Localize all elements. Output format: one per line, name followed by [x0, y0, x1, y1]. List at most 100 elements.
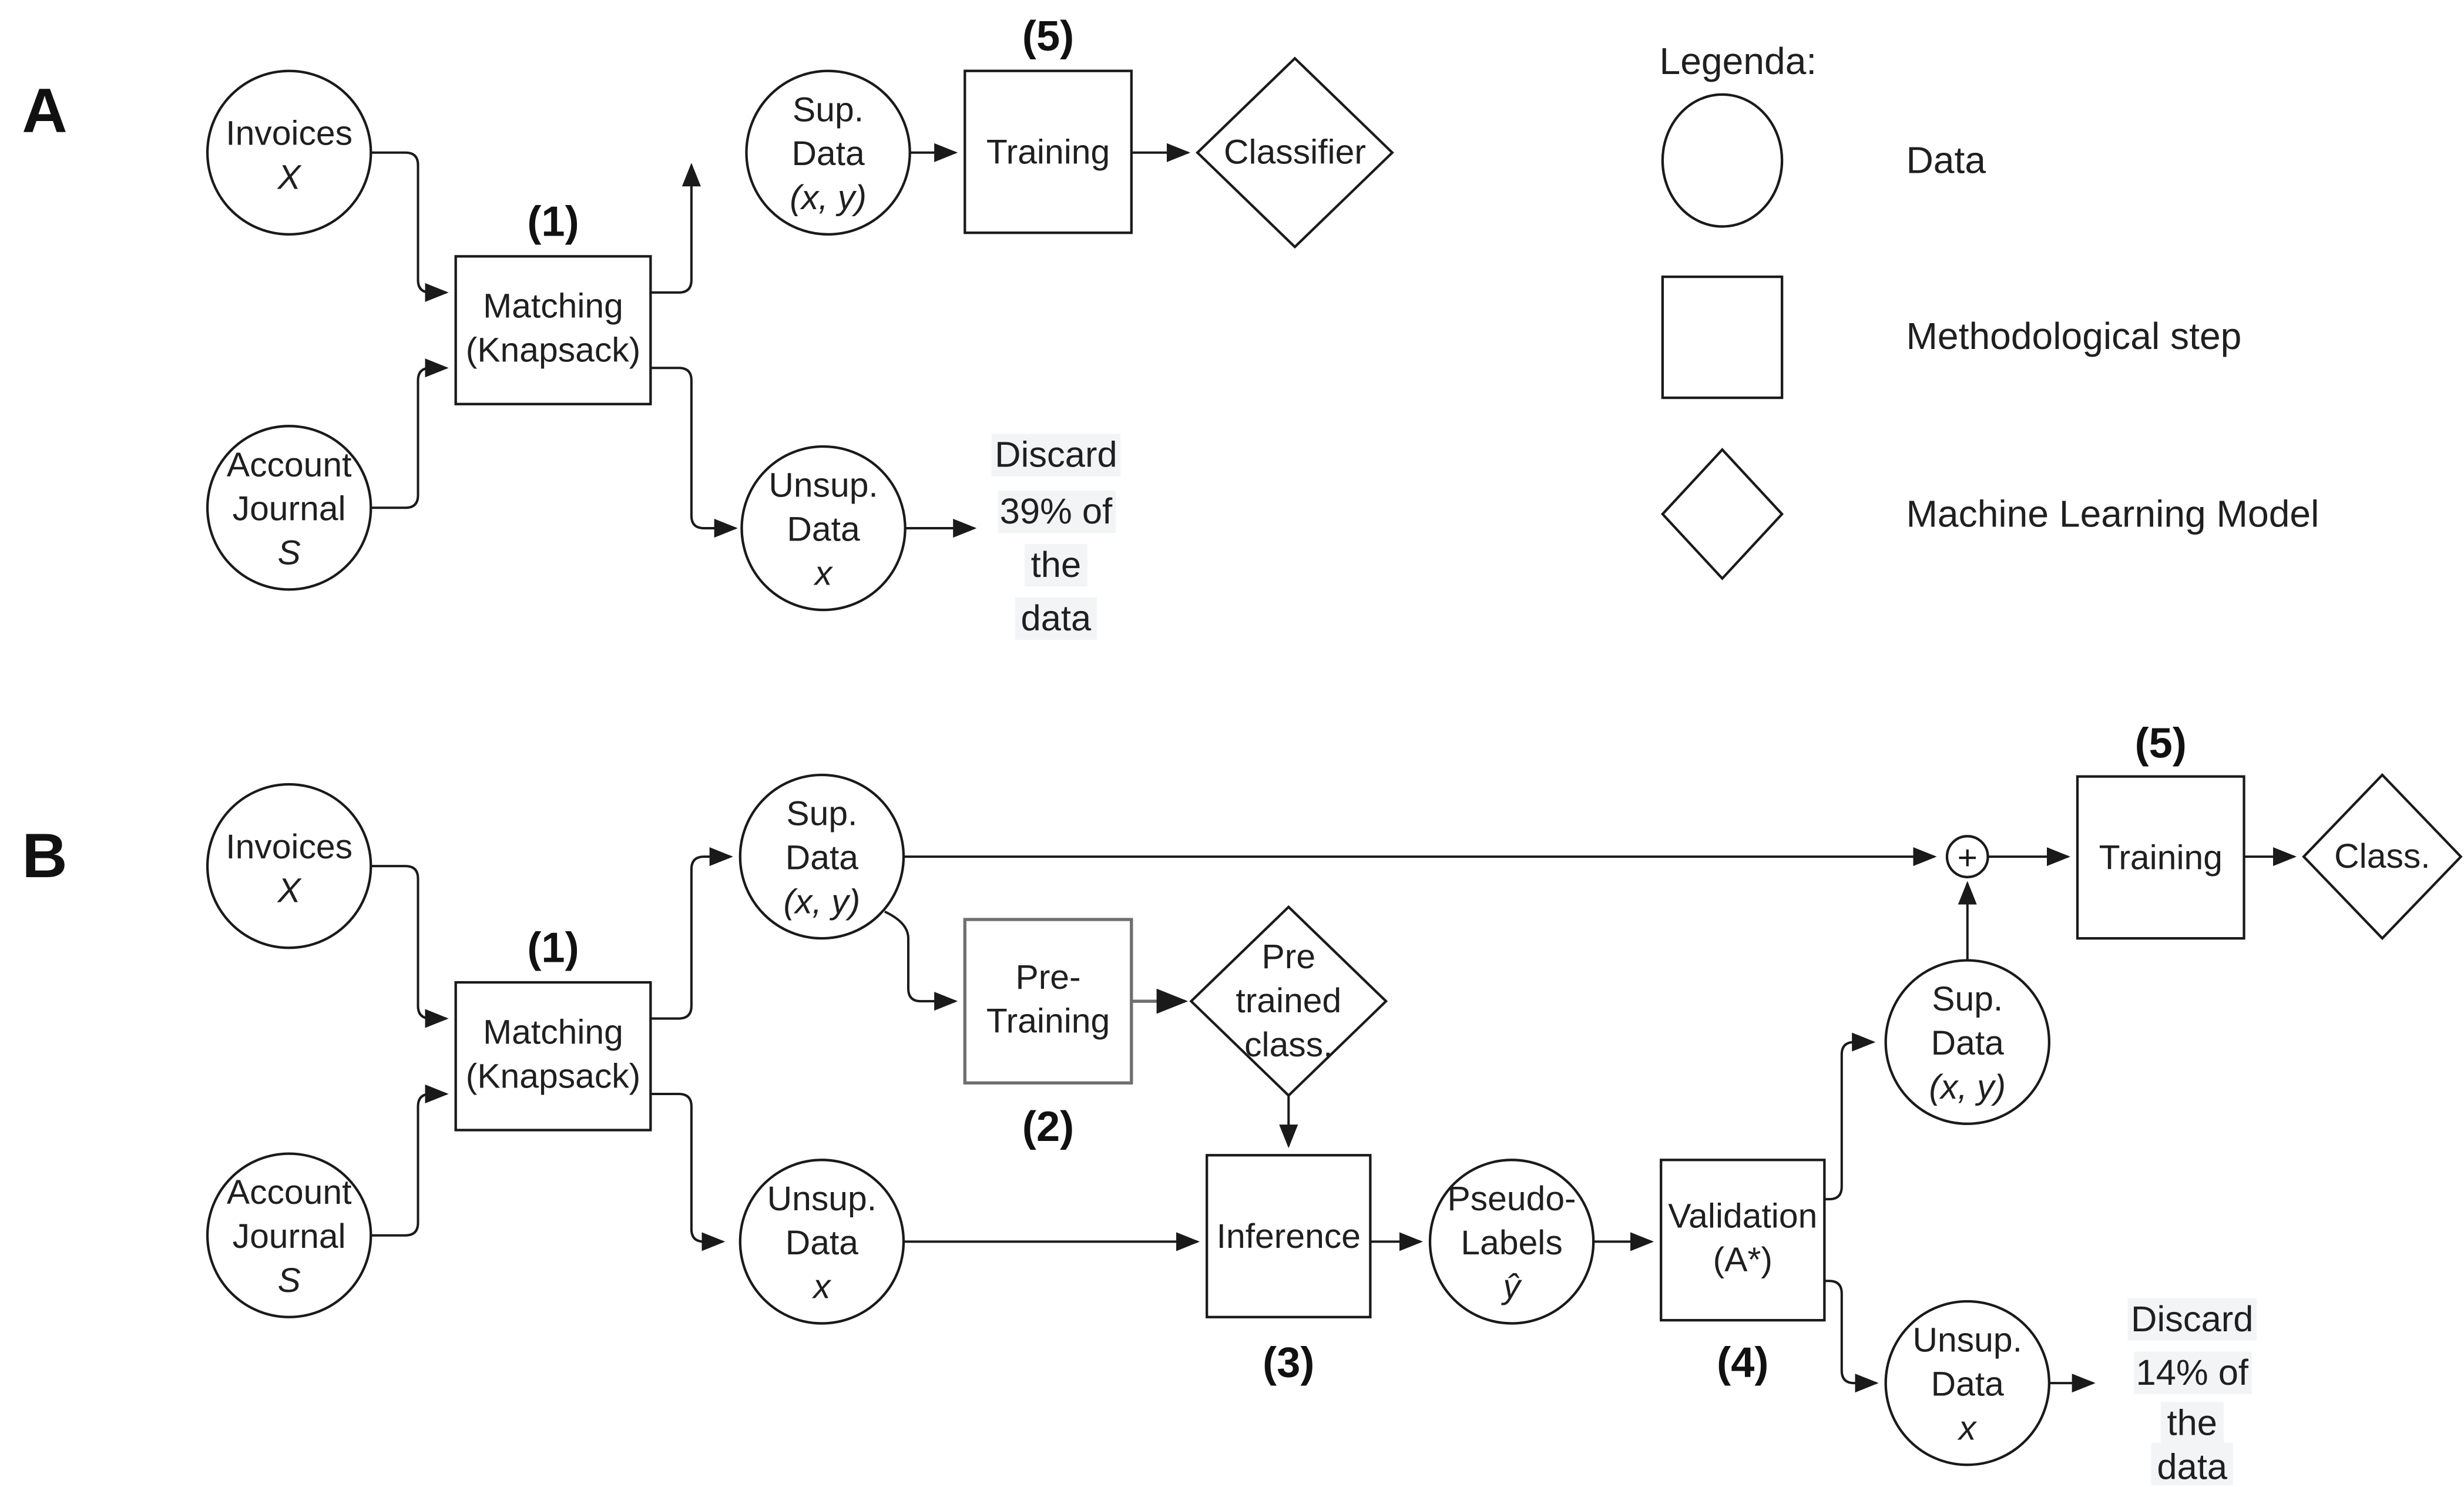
node-label-line: Training — [986, 133, 1110, 172]
edge-matching-to-unsupdata — [650, 367, 738, 538]
node-label-line: Data — [1931, 1024, 2005, 1062]
note-line: the — [2167, 1402, 2218, 1443]
step-box — [964, 69, 1133, 234]
note-highlight — [2134, 1351, 2252, 1394]
node-label-line: x — [813, 554, 834, 592]
step-box — [1660, 1159, 1826, 1322]
edge-invoices-to-matching — [371, 151, 449, 302]
node-matching-a: (1) Matching (Knapsack) — [454, 199, 652, 405]
note-line: Discard — [2131, 1299, 2253, 1340]
step-box — [963, 918, 1133, 1085]
node-pseudo-labels-b: Pseudo- Labels ŷ — [1428, 1159, 1595, 1325]
note-line: data — [1021, 598, 1092, 639]
node-unsup-data-a: Unsup. Data x — [740, 445, 907, 612]
data-circle — [206, 783, 372, 949]
node-label-line: Training — [2099, 838, 2223, 877]
node-label-line: Classifier — [1224, 133, 1366, 172]
node-invoices-b: Invoices X — [206, 783, 372, 949]
node-label-line: Labels — [1461, 1224, 1562, 1262]
note-highlight — [1015, 597, 1097, 640]
model-diamond-icon — [1660, 448, 1784, 580]
data-circle — [745, 69, 911, 236]
step-number: (5) — [2135, 720, 2187, 767]
step-number: (2) — [1022, 1103, 1074, 1150]
node-label-line: Invoices — [226, 114, 353, 152]
node-inference-b: Inference (3) — [1206, 1154, 1372, 1386]
data-circle — [206, 425, 372, 591]
node-label-line: (x, y) — [784, 882, 861, 921]
step-number: (4) — [1717, 1339, 1768, 1386]
legend-item-methodological-step: Methodological step — [1661, 275, 2241, 400]
node-label-line: (A*) — [1713, 1241, 1773, 1279]
node-label-line: trained — [1236, 982, 1341, 1020]
node-label-line: Journal — [233, 1217, 346, 1256]
data-circle — [740, 445, 907, 612]
data-circle — [206, 69, 372, 236]
node-label-line: X — [277, 158, 303, 196]
node-label-line: (x, y) — [790, 179, 867, 217]
node-unsup-data-b-left: Unsup. Data x — [738, 1159, 905, 1325]
edge-account-to-matching — [371, 358, 449, 509]
data-circle — [1884, 959, 2051, 1125]
node-sup-data-a: Sup. Data (x, y) — [745, 69, 911, 236]
edge-invoices-to-matching — [371, 865, 449, 1028]
merge-plus-icon — [1945, 835, 1989, 878]
node-invoices-a: Invoices X — [206, 69, 372, 236]
discard-note-b: Discard 14% of the data — [2127, 1298, 2257, 1487]
legend-item-label: Machine Learning Model — [1906, 492, 2319, 535]
node-label-line: (Knapsack) — [466, 331, 641, 370]
legend-title: Legenda: — [1660, 40, 1817, 82]
edge-validation-to-supdata — [1824, 1032, 1876, 1201]
note-line: 14% of — [2136, 1352, 2249, 1393]
node-label-line: Class. — [2334, 837, 2430, 875]
node-class-b: Class. — [2302, 773, 2463, 941]
node-label-line: Sup. — [1932, 980, 2003, 1018]
data-circle — [206, 1152, 372, 1318]
node-label-line: (Knapsack) — [466, 1057, 641, 1095]
node-label-line: x — [811, 1268, 832, 1306]
node-label-line: Unsup. — [768, 466, 878, 505]
note-highlight — [2127, 1298, 2257, 1341]
step-number: (3) — [1263, 1339, 1314, 1386]
note-highlight — [1024, 543, 1087, 587]
node-account-journal-b: Account Journal S — [206, 1152, 372, 1318]
step-box — [1206, 1154, 1372, 1318]
model-diamond — [1196, 56, 1394, 249]
node-label-line: Data — [787, 510, 860, 548]
legend-item-ml-model: Machine Learning Model — [1660, 448, 2319, 580]
node-label-line: Journal — [233, 490, 346, 528]
node-label-line: Unsup. — [767, 1180, 877, 1218]
node-validation-b: Validation (A*) (4) — [1660, 1159, 1826, 1386]
legend-item-label: Data — [1906, 139, 1986, 182]
data-circle-icon — [1661, 93, 1784, 228]
legend-item-label: Methodological step — [1906, 315, 2241, 357]
node-training-b: (5) Training — [2076, 720, 2245, 940]
data-circle — [1428, 1159, 1595, 1325]
node-label-line: Unsup. — [1913, 1321, 2022, 1360]
note-highlight — [998, 490, 1116, 533]
node-label-line: Validation — [1668, 1197, 1817, 1235]
node-label-line: Inference — [1217, 1217, 1361, 1256]
node-label-line: Account — [227, 446, 352, 484]
step-number: (5) — [1022, 13, 1074, 60]
node-label-line: x — [1957, 1409, 1978, 1447]
edge-validation-to-unsupdata — [1824, 1280, 1879, 1393]
data-circle — [1884, 1300, 2051, 1466]
note-highlight — [2151, 1442, 2233, 1485]
note-line: data — [2157, 1446, 2227, 1487]
legend-item-data: Data — [1661, 93, 1986, 228]
step-number: (1) — [527, 924, 579, 971]
node-label-line: Matching — [483, 287, 623, 325]
note-line: the — [1031, 545, 1082, 585]
node-training-a: (5) Training — [964, 13, 1133, 234]
node-label-line: S — [278, 1261, 301, 1300]
edge-matching-to-supdata — [650, 847, 733, 1020]
node-sup-data-b-left: Sup. Data (x, y) — [738, 773, 905, 940]
edge-matching-to-supdata — [650, 163, 701, 294]
node-label-line: Pre- — [1015, 958, 1080, 996]
node-unsup-data-b-right: Unsup. Data x — [1884, 1300, 2051, 1466]
note-line: 39% of — [1000, 491, 1113, 532]
node-sup-data-b-right: Sup. Data (x, y) — [1884, 959, 2051, 1125]
node-label-line: Data — [785, 1224, 859, 1262]
node-label-line: Account — [227, 1173, 352, 1211]
